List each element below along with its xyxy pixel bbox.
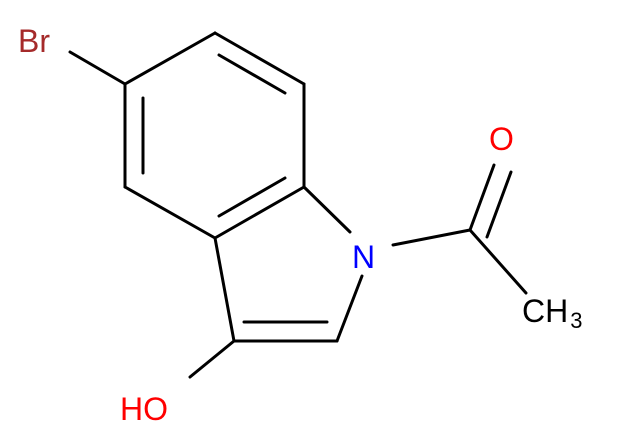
atom-label-methyl: CH3 bbox=[522, 293, 582, 333]
bond-c3a-c4-fused bbox=[213, 185, 306, 240]
bond-c4-c5 bbox=[123, 185, 217, 240]
methyl-subscript: 3 bbox=[570, 308, 582, 333]
methyl-text: CH bbox=[522, 293, 568, 329]
bond-carbonyl-o-2 bbox=[485, 170, 513, 239]
bond-carbonyl-ch3 bbox=[468, 228, 528, 295]
atom-label-n: N bbox=[352, 239, 375, 275]
bond-n-carbonyl bbox=[391, 228, 472, 247]
atom-label-br: Br bbox=[18, 23, 50, 59]
bond-c3-c4 bbox=[213, 236, 236, 343]
bond-c3a-n bbox=[302, 185, 352, 234]
bond-c3-oh bbox=[188, 339, 236, 379]
bond-c7-c7a bbox=[213, 31, 306, 86]
atom-label-o: O bbox=[489, 121, 514, 157]
bond-c5-br bbox=[68, 50, 127, 86]
bond-carbonyl-o-1 bbox=[468, 163, 496, 232]
bond-c6-c7 bbox=[123, 31, 217, 86]
bond-n-c2 bbox=[335, 274, 364, 343]
atom-label-hydroxyl: HO bbox=[120, 391, 168, 427]
bond-inner-double-2 bbox=[217, 53, 287, 95]
bond-inner-double-3 bbox=[217, 176, 287, 218]
